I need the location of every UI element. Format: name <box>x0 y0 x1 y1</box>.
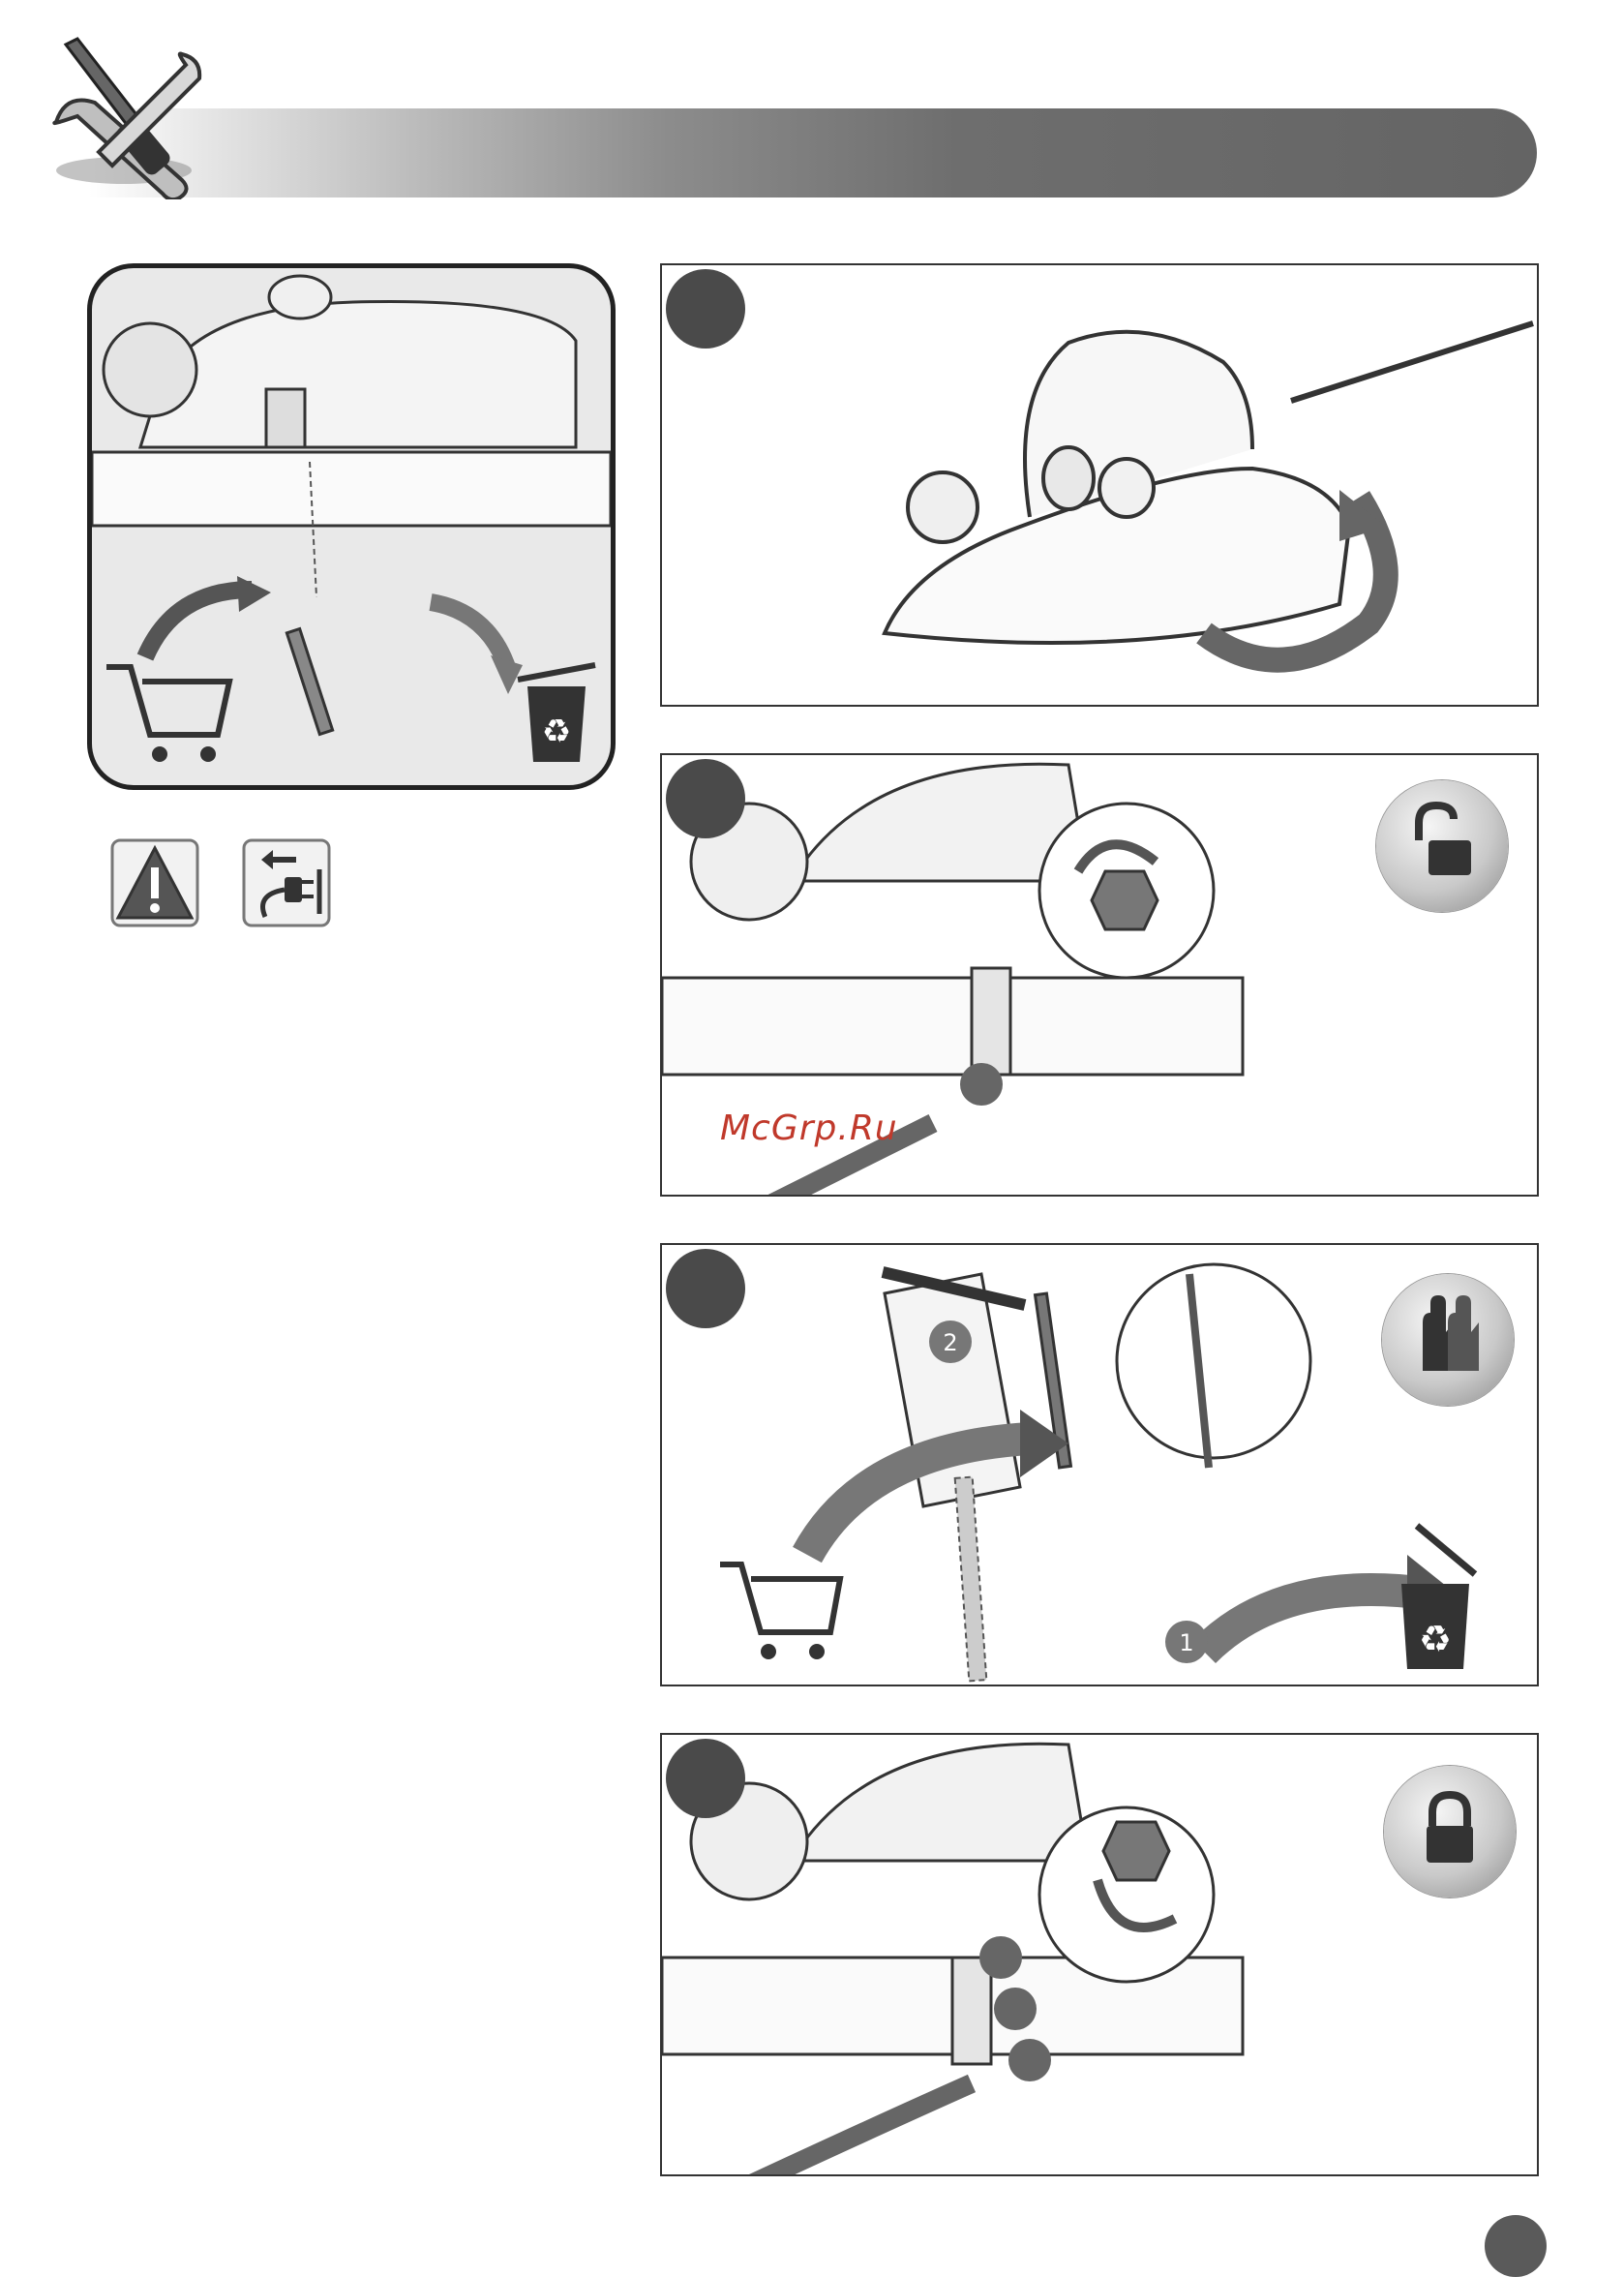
unlocked-padlock-icon <box>1376 780 1508 912</box>
step-number-circle <box>666 269 745 349</box>
shopping-cart-icon <box>106 667 229 762</box>
step-4-panel <box>660 1733 1539 2176</box>
warning-triangle-icon <box>110 838 199 927</box>
step-number-circle <box>666 1739 745 1818</box>
recycle-bin-icon: ♻ <box>1401 1526 1475 1669</box>
step-number-circle <box>666 759 745 838</box>
unplug-icon <box>242 838 331 927</box>
tools-icon <box>37 25 221 199</box>
svg-text:♻: ♻ <box>542 713 571 751</box>
gloves-icon <box>1382 1274 1514 1406</box>
recycle-bin-icon: ♻ <box>518 665 595 762</box>
callout-2: 2 <box>943 1329 957 1356</box>
locked-padlock-icon <box>1384 1766 1516 1898</box>
blade-replacement-overview: ♻ <box>87 263 616 790</box>
svg-text:♻: ♻ <box>1419 1618 1452 1660</box>
step-1-panel <box>660 263 1539 707</box>
watermark-text: McGrp.Ru <box>720 1108 898 1148</box>
step-3-panel: ♻ 2 1 <box>660 1243 1539 1686</box>
page-number-tab <box>1485 2215 1547 2277</box>
section-header-bar <box>89 108 1537 197</box>
callout-1: 1 <box>1179 1629 1193 1656</box>
shopping-cart-icon <box>720 1564 840 1659</box>
step-number-circle <box>666 1249 745 1328</box>
